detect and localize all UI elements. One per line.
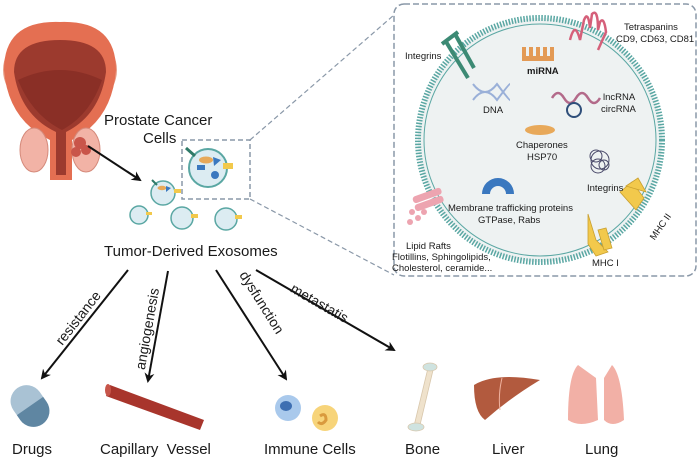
integrins-right-label: Integrins	[587, 183, 624, 194]
chaperones-label-1: Chaperones	[516, 140, 568, 151]
circrna-icon	[566, 102, 582, 118]
mhc2-icon	[619, 177, 647, 211]
tetraspanins-label-1: Tetraspanins	[624, 22, 678, 33]
tetraspanins-label-2: CD9, CD63, CD81	[616, 34, 695, 45]
target-drugs: Drugs	[12, 441, 53, 458]
trafficking-protein-icon	[482, 178, 514, 194]
lncrna-icon	[550, 91, 602, 105]
exosome-membrane	[415, 15, 665, 265]
exosome-small-2	[170, 206, 198, 230]
liver-icon	[474, 376, 540, 420]
dna-label: DNA	[483, 105, 504, 116]
lipid-rafts-label-1: Lipid Rafts	[406, 241, 451, 252]
lipid-raft-icon	[407, 187, 444, 225]
lipid-rafts-label-3: Cholesterol, ceramide...	[392, 263, 493, 274]
arrow-metastatis	[255, 269, 396, 352]
chaperone-icon	[525, 125, 555, 135]
integrin-icon	[440, 30, 476, 80]
integrins-top-label: Integrins	[405, 51, 442, 62]
target-lung: Lung	[585, 441, 619, 458]
capillary-vessel-icon	[105, 384, 204, 430]
lncrna-label: lncRNA	[603, 92, 636, 103]
lipid-rafts-label-2: Flotillins, Sphingolipids,	[392, 252, 491, 263]
mirna-icon	[522, 47, 554, 61]
source-label-line2: Cells	[143, 130, 177, 147]
exosomes-label: Tumor-Derived Exosomes	[104, 243, 278, 260]
tetraspanin-icon	[568, 11, 608, 51]
mhc1-icon	[587, 213, 613, 257]
exosome-small-3	[214, 207, 242, 231]
mirna-label: miRNA	[527, 66, 559, 77]
chaperones-label-2: HSP70	[527, 152, 558, 163]
trafficking-label-2: GTPase, Rabs	[478, 215, 541, 226]
target-liver: Liver	[492, 441, 525, 458]
drug-capsule-icon	[10, 385, 50, 427]
lung-icon	[568, 365, 624, 424]
circrna-label: circRNA	[601, 104, 636, 115]
prostate-icon	[3, 21, 117, 180]
arrow-angiogenesis	[144, 270, 169, 383]
zoom-selection-box	[181, 139, 251, 200]
exosome-medium	[150, 179, 181, 206]
target-capillary-vessel: Capillary Vessel	[100, 441, 211, 458]
target-immune-cells: Immune Cells	[264, 441, 356, 458]
exosome-large	[185, 146, 233, 188]
arrow-resistance	[40, 269, 129, 380]
dna-icon	[472, 82, 511, 102]
arrow-dysfunction	[215, 269, 288, 381]
protein-tangle-icon	[589, 149, 610, 174]
mhc1-label: MHC I	[592, 258, 619, 269]
bone-icon	[407, 362, 438, 432]
source-label-line1: Prostate Cancer	[104, 112, 213, 129]
exosome-cluster	[129, 146, 242, 231]
detail-panel	[393, 3, 697, 277]
exosome-small-1	[129, 205, 152, 225]
target-bone: Bone	[405, 441, 441, 458]
arrow-to-exosomes	[87, 145, 142, 182]
immune-cells-icon	[275, 395, 338, 431]
trafficking-label-1: Membrane trafficking proteins	[448, 203, 573, 214]
